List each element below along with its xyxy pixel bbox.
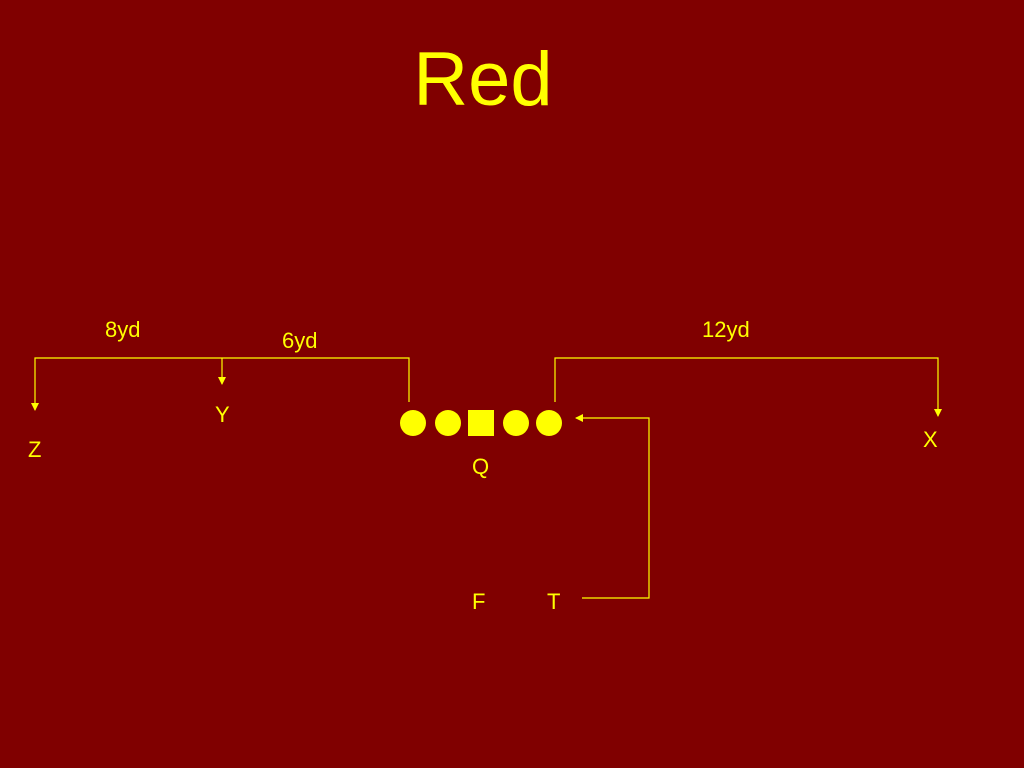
distance-label-12yd: 12yd bbox=[702, 317, 750, 342]
slide-title: Red bbox=[413, 37, 553, 122]
player-label-t: T bbox=[547, 589, 561, 614]
lineman-marker bbox=[536, 410, 562, 436]
player-label-q: Q bbox=[472, 454, 490, 479]
player-label-x: X bbox=[923, 427, 938, 452]
lineman-marker bbox=[400, 410, 426, 436]
lineman-marker bbox=[435, 410, 461, 436]
center-marker bbox=[468, 410, 494, 436]
distance-label-6yd: 6yd bbox=[282, 328, 318, 353]
player-label-z: Z bbox=[28, 437, 42, 462]
route-line-t-motion bbox=[575, 414, 650, 599]
lineman-marker bbox=[503, 410, 529, 436]
player-label-y: Y bbox=[215, 402, 230, 427]
distance-label-8yd: 8yd bbox=[105, 317, 141, 342]
player-label-f: F bbox=[472, 589, 486, 614]
route-line-right bbox=[554, 357, 942, 417]
